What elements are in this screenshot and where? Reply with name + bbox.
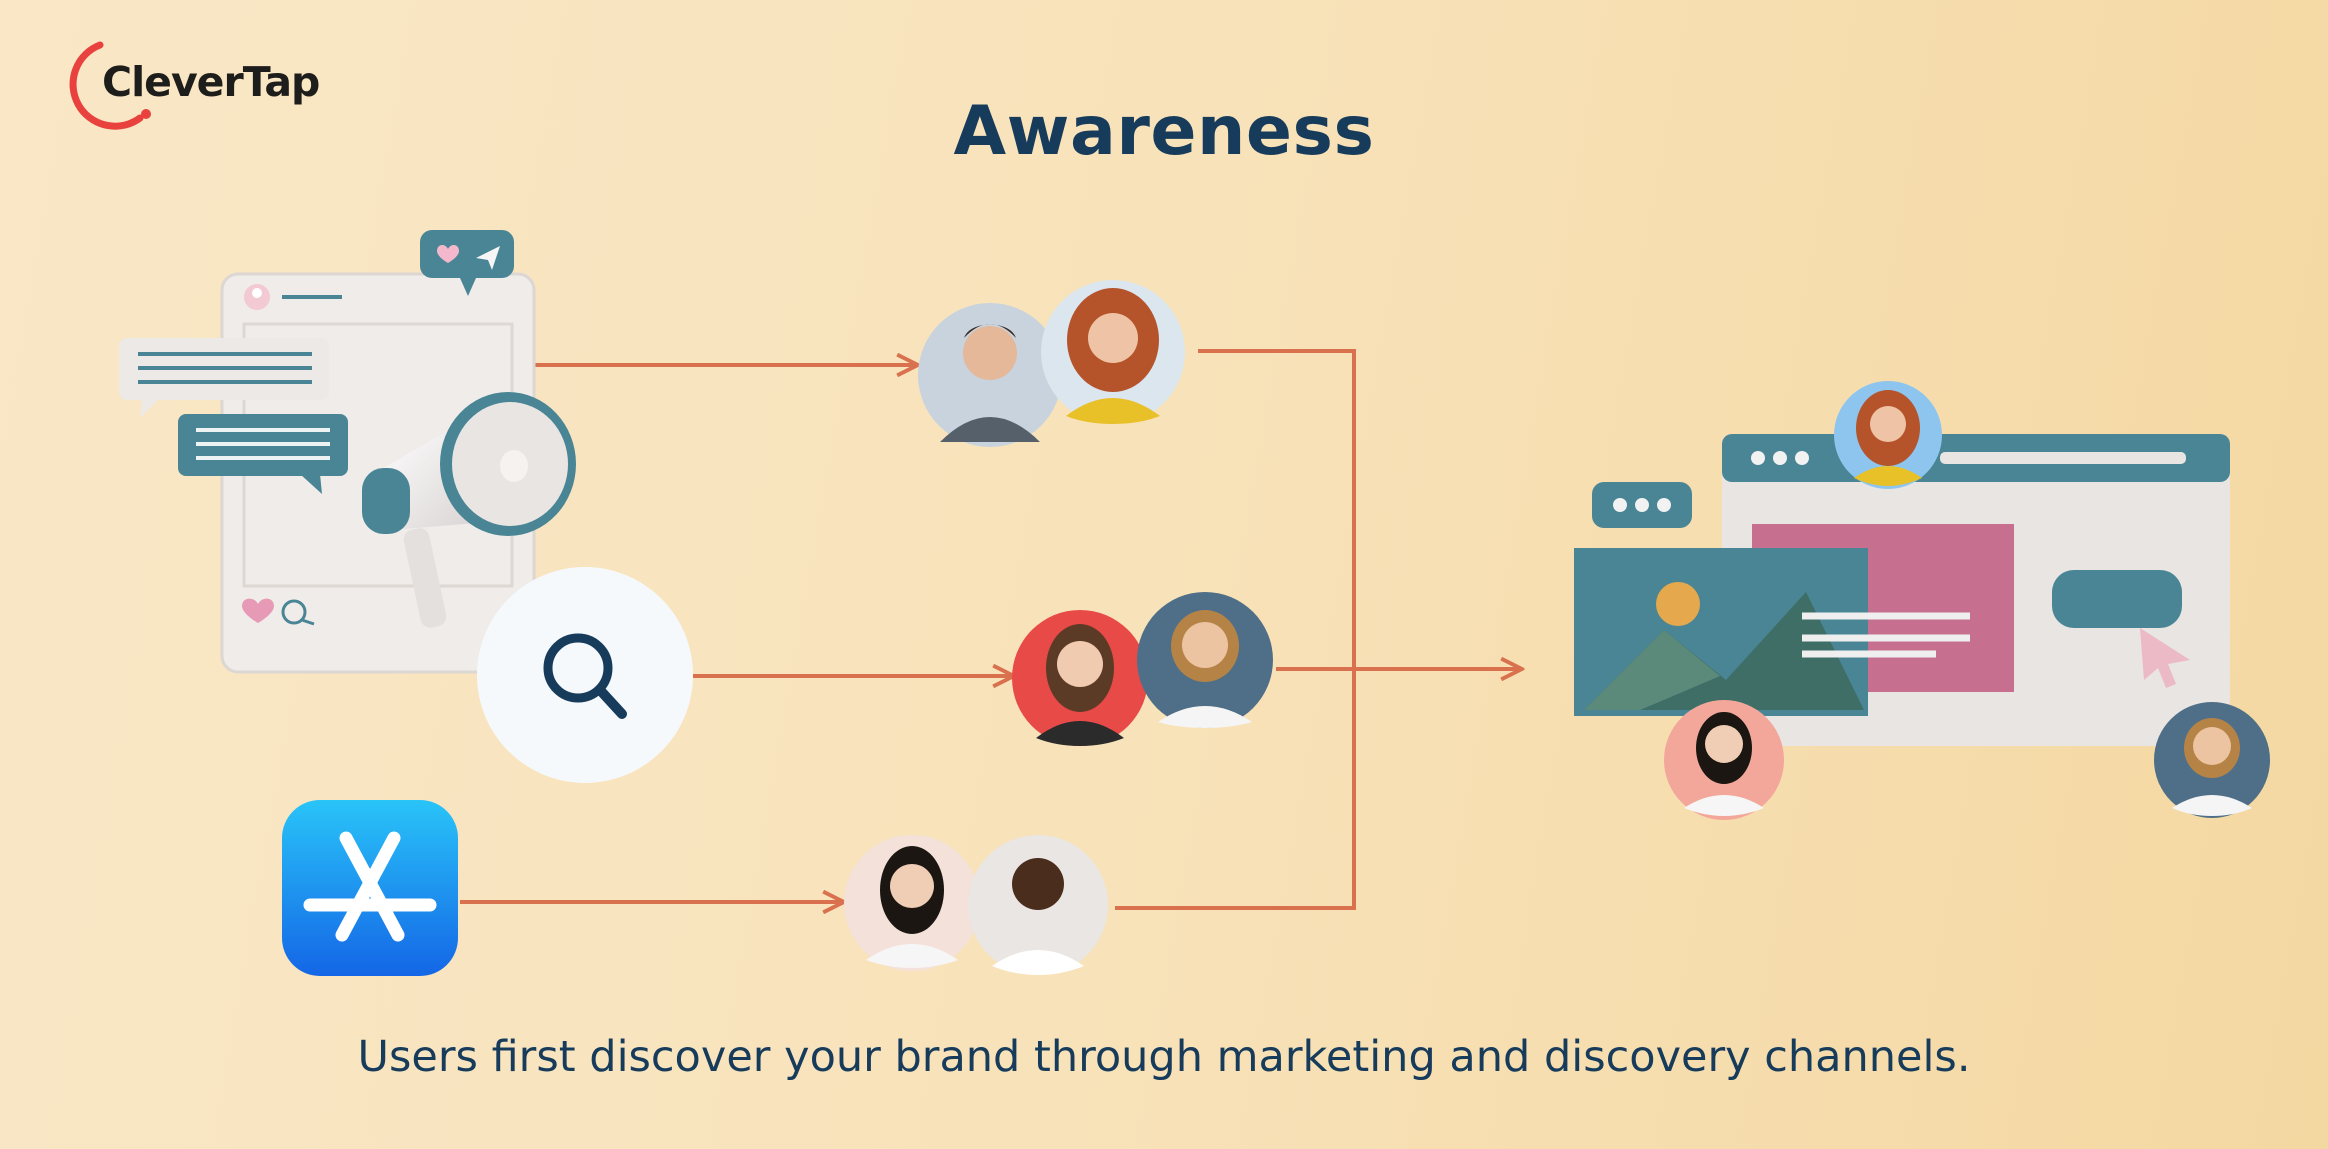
chat-bubble-icon xyxy=(178,414,348,494)
brand-name: CleverTap xyxy=(102,58,320,106)
audience-pair-1 xyxy=(918,280,1185,447)
heart-icon xyxy=(242,598,274,623)
avatar xyxy=(2154,702,2270,818)
avatar xyxy=(844,835,980,971)
website-illustration xyxy=(1574,381,2270,820)
audience-pair-2 xyxy=(1012,592,1273,746)
cursor-icon xyxy=(2140,628,2190,688)
audience-pair-3 xyxy=(844,835,1108,975)
avatar xyxy=(1012,610,1148,746)
image-icon xyxy=(1574,548,1868,716)
avatar xyxy=(918,303,1062,447)
caption: Users first discover your brand through … xyxy=(357,1032,1971,1082)
avatar xyxy=(1137,592,1273,728)
page-title: Awareness xyxy=(953,92,1375,171)
cta-button-shape xyxy=(2052,570,2182,628)
app-store-icon xyxy=(282,800,458,976)
clevertap-logo-icon xyxy=(69,41,151,130)
merge-line xyxy=(1115,349,1356,910)
chat-bubble-icon xyxy=(119,338,329,418)
connector-lines xyxy=(460,349,1522,910)
typing-bubble-icon xyxy=(1592,482,1692,528)
like-send-badge-icon xyxy=(420,230,514,296)
social-post-illustration xyxy=(119,230,576,674)
avatar xyxy=(968,835,1108,975)
megaphone-icon xyxy=(362,392,576,628)
avatar xyxy=(1041,280,1185,424)
search-channel xyxy=(477,567,693,783)
avatar xyxy=(1834,381,1942,489)
comment-icon xyxy=(281,599,315,626)
avatar xyxy=(1664,700,1784,820)
search-icon xyxy=(543,633,627,719)
